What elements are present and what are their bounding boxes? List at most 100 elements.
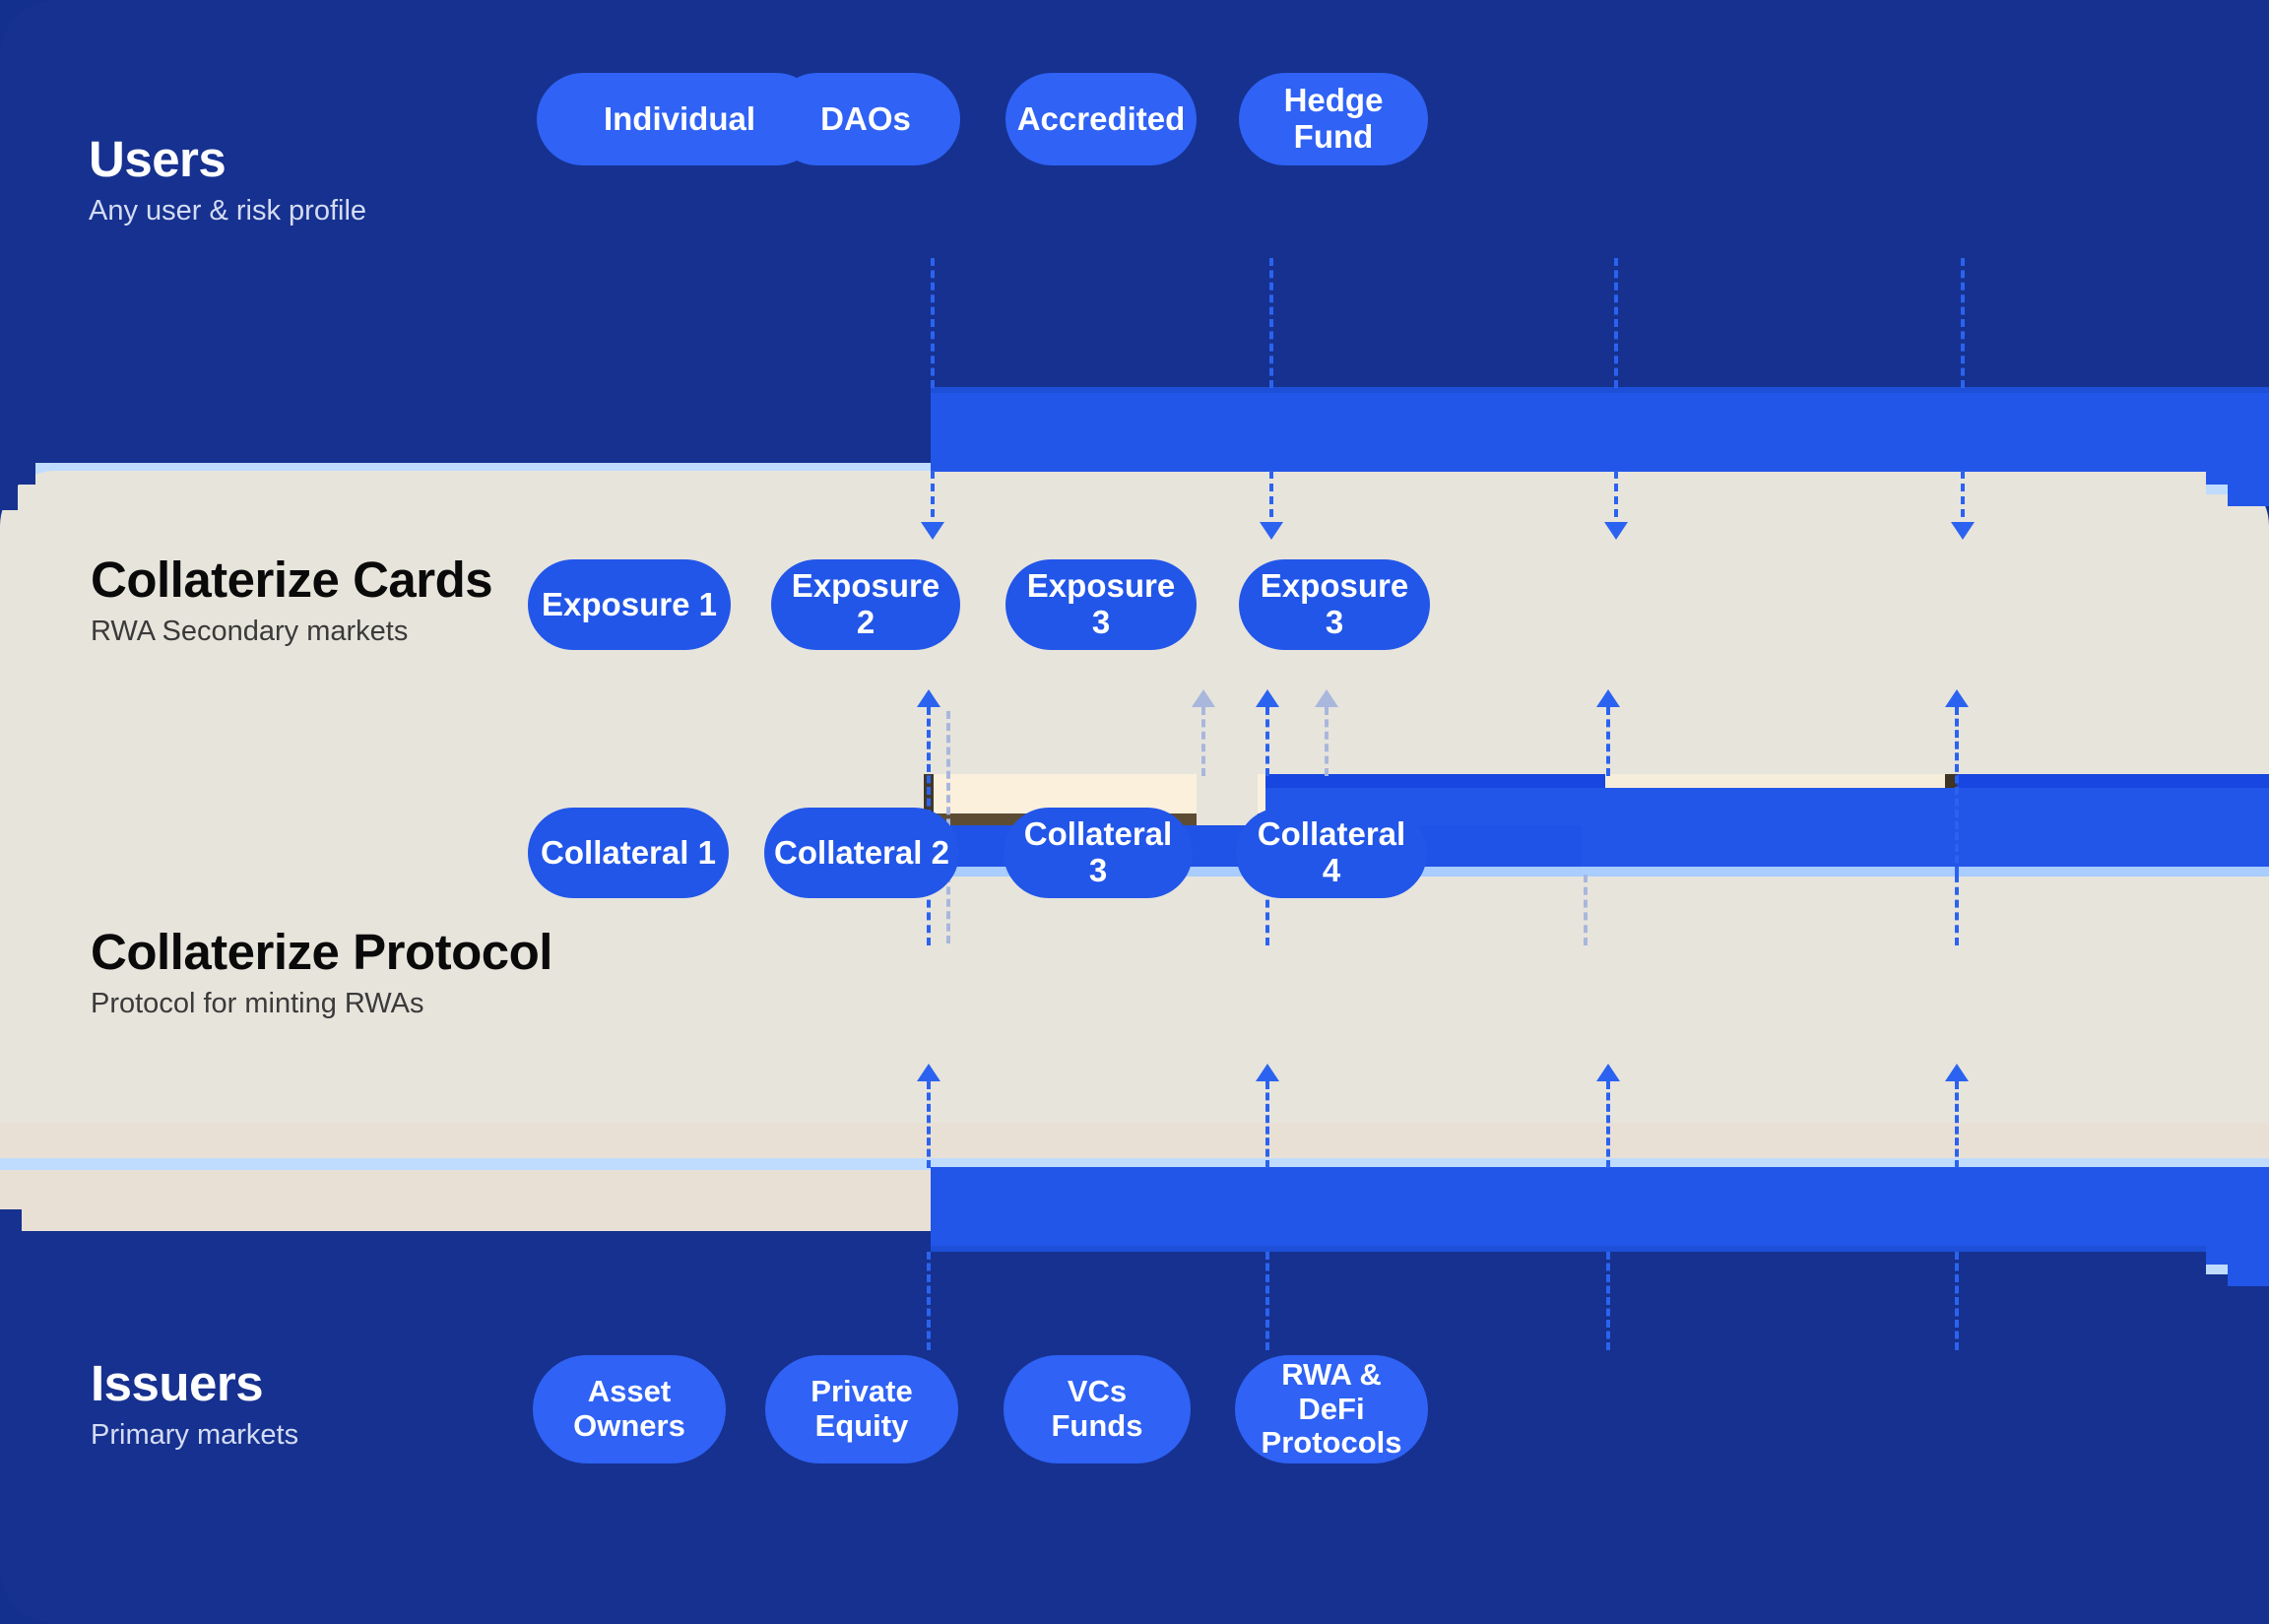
render-artifact-notch — [1197, 774, 1258, 829]
render-artifact-light-line — [943, 867, 2269, 877]
collateral-node-2-label: Collateral 2 — [774, 833, 949, 871]
exposure-node-4[interactable]: Exposure 3 — [1239, 559, 1430, 650]
issuers-title: Issuers — [91, 1355, 264, 1411]
arrowhead-up-collateral-4 — [1945, 1064, 1969, 1081]
collateral-node-4-label: Collateral 4 — [1257, 815, 1406, 888]
flow-band-users-to-cards — [931, 387, 2269, 472]
connector-collateral-3-ghost-lower — [1584, 875, 1588, 945]
connector-users-1-upper — [931, 258, 935, 388]
arrowhead-up-exposure-2b-ghost — [1315, 689, 1338, 707]
users-title: Users — [89, 131, 227, 187]
issuer-node-vcs-funds-line1: VCs — [1067, 1374, 1128, 1409]
cards-subtitle: RWA Secondary markets — [91, 615, 409, 647]
connector-collateral-1-upper — [927, 707, 931, 875]
collateral-node-1[interactable]: Collateral 1 — [528, 808, 729, 898]
connector-issuer-3-lower — [1606, 1252, 1610, 1350]
flow-band-bottom-edge — [931, 1246, 2269, 1252]
protocol-section-label: Collaterize Protocol Protocol for mintin… — [91, 926, 552, 1019]
issuer-node-private-equity-line2: Equity — [814, 1408, 909, 1443]
cards-title: Collaterize Cards — [91, 552, 493, 608]
flow-band-top-edge — [931, 387, 2269, 393]
issuer-node-asset-owners-line2: Owners — [573, 1408, 685, 1443]
exposure-node-4-label: Exposure 3 — [1260, 567, 1409, 640]
arrowhead-up-collateral-3 — [1596, 1064, 1620, 1081]
connector-collateral-1-ghost-upper — [946, 711, 950, 875]
user-node-hedge-fund-label: Hedge Fund — [1283, 82, 1384, 155]
issuer-node-vcs-funds-label: VCs Funds — [1051, 1374, 1143, 1443]
collateral-node-4[interactable]: Collateral 4 — [1236, 808, 1427, 898]
protocol-title: Collaterize Protocol — [91, 924, 552, 980]
arrowhead-up-exposure-4 — [1945, 689, 1969, 707]
connector-collateral-4-upper — [1955, 707, 1959, 875]
connector-issuer-4-upper — [1955, 1081, 1959, 1168]
arrowhead-down-cards-1 — [921, 522, 944, 540]
arrowhead-up-exposure-1 — [917, 689, 940, 707]
connector-users-1-lower — [931, 471, 935, 530]
user-node-accredited-label: Accredited — [1016, 99, 1186, 137]
connector-users-3-lower — [1614, 471, 1618, 530]
collateral-node-3-label: Collateral 3 — [1023, 815, 1173, 888]
issuer-node-asset-owners[interactable]: Asset Owners — [533, 1355, 726, 1463]
collateral-node-1-label: Collateral 1 — [541, 833, 716, 871]
user-node-individual[interactable]: Individual — [537, 73, 822, 165]
edge-artifact-right-top-2 — [2228, 485, 2269, 506]
issuer-node-rwa-defi-protocols-line2: Protocols — [1261, 1425, 1402, 1461]
exposure-node-2[interactable]: Exposure 2 — [771, 559, 960, 650]
collateral-node-3[interactable]: Collateral 3 — [1004, 808, 1193, 898]
user-node-daos[interactable]: DAOs — [771, 73, 960, 165]
issuer-node-rwa-defi-protocols[interactable]: RWA & DeFi Protocols — [1235, 1355, 1428, 1463]
connector-issuer-1-upper — [927, 1081, 931, 1168]
connector-collateral-2-lower — [1265, 875, 1269, 945]
issuer-node-vcs-funds-line2: Funds — [1051, 1408, 1143, 1443]
connector-collateral-1-lower — [927, 875, 931, 945]
arrowhead-up-exposure-2-ghost — [1192, 689, 1215, 707]
arrowhead-down-cards-2 — [1260, 522, 1283, 540]
exposure-node-3-label: Exposure 3 — [1026, 567, 1176, 640]
issuer-node-vcs-funds[interactable]: VCs Funds — [1004, 1355, 1191, 1463]
issuer-node-private-equity-line1: Private — [810, 1374, 913, 1409]
arrowhead-up-collateral-2 — [1256, 1064, 1279, 1081]
issuer-node-asset-owners-label: Asset Owners — [573, 1374, 685, 1443]
connector-users-4-lower — [1961, 471, 1965, 530]
exposure-node-2-label: Exposure 2 — [791, 567, 940, 640]
user-node-daos-label: DAOs — [820, 99, 911, 137]
issuer-node-asset-owners-line1: Asset — [587, 1374, 672, 1409]
issuers-section-label: Issuers Primary markets — [91, 1357, 298, 1451]
user-node-hedge-fund[interactable]: Hedge Fund — [1239, 73, 1428, 165]
arrowhead-down-cards-4 — [1951, 522, 1975, 540]
issuer-node-private-equity[interactable]: Private Equity — [765, 1355, 958, 1463]
arrowhead-up-exposure-3 — [1596, 689, 1620, 707]
edge-artifact-right-bottom — [2206, 1243, 2269, 1265]
arrowhead-down-cards-3 — [1604, 522, 1628, 540]
issuer-node-rwa-defi-protocols-label: RWA & DeFi Protocols — [1245, 1356, 1418, 1461]
users-subtitle: Any user & risk profile — [89, 194, 367, 227]
edge-artifact-left-bottom — [0, 1209, 22, 1235]
connector-issuer-4-lower — [1955, 1252, 1959, 1350]
flow-band-protocol-to-issuers — [931, 1167, 2269, 1252]
exposure-node-1[interactable]: Exposure 1 — [528, 559, 731, 650]
issuer-node-private-equity-label: Private Equity — [810, 1374, 913, 1443]
connector-issuer-1-lower — [927, 1252, 931, 1350]
issuers-subtitle: Primary markets — [91, 1418, 299, 1451]
cards-section-label: Collaterize Cards RWA Secondary markets — [91, 552, 493, 647]
exposure-node-1-label: Exposure 1 — [542, 585, 717, 622]
connector-issuer-2-upper — [1265, 1081, 1269, 1168]
connector-issuer-3-upper — [1606, 1081, 1610, 1168]
connector-collateral-3-upper — [1606, 707, 1610, 776]
connector-issuer-2-lower — [1265, 1252, 1269, 1350]
edge-artifact-left-top-2 — [0, 485, 18, 510]
connector-exposure-2b-ghost — [1325, 707, 1329, 776]
user-node-accredited[interactable]: Accredited — [1005, 73, 1197, 165]
issuer-node-rwa-defi-protocols-line1: RWA & DeFi — [1281, 1356, 1382, 1426]
connector-users-2-lower — [1269, 471, 1273, 530]
connector-collateral-2-upper — [1265, 707, 1269, 776]
connector-users-3-upper — [1614, 258, 1618, 388]
connector-exposure-2-ghost — [1201, 707, 1205, 776]
edge-artifact-left-top — [0, 463, 35, 485]
user-node-individual-label: Individual — [603, 99, 755, 137]
exposure-node-3[interactable]: Exposure 3 — [1005, 559, 1197, 650]
connector-collateral-1-ghost-lower — [946, 875, 950, 943]
edge-artifact-right-bottom-2 — [2228, 1265, 2269, 1286]
collateral-node-2[interactable]: Collateral 2 — [764, 808, 959, 898]
